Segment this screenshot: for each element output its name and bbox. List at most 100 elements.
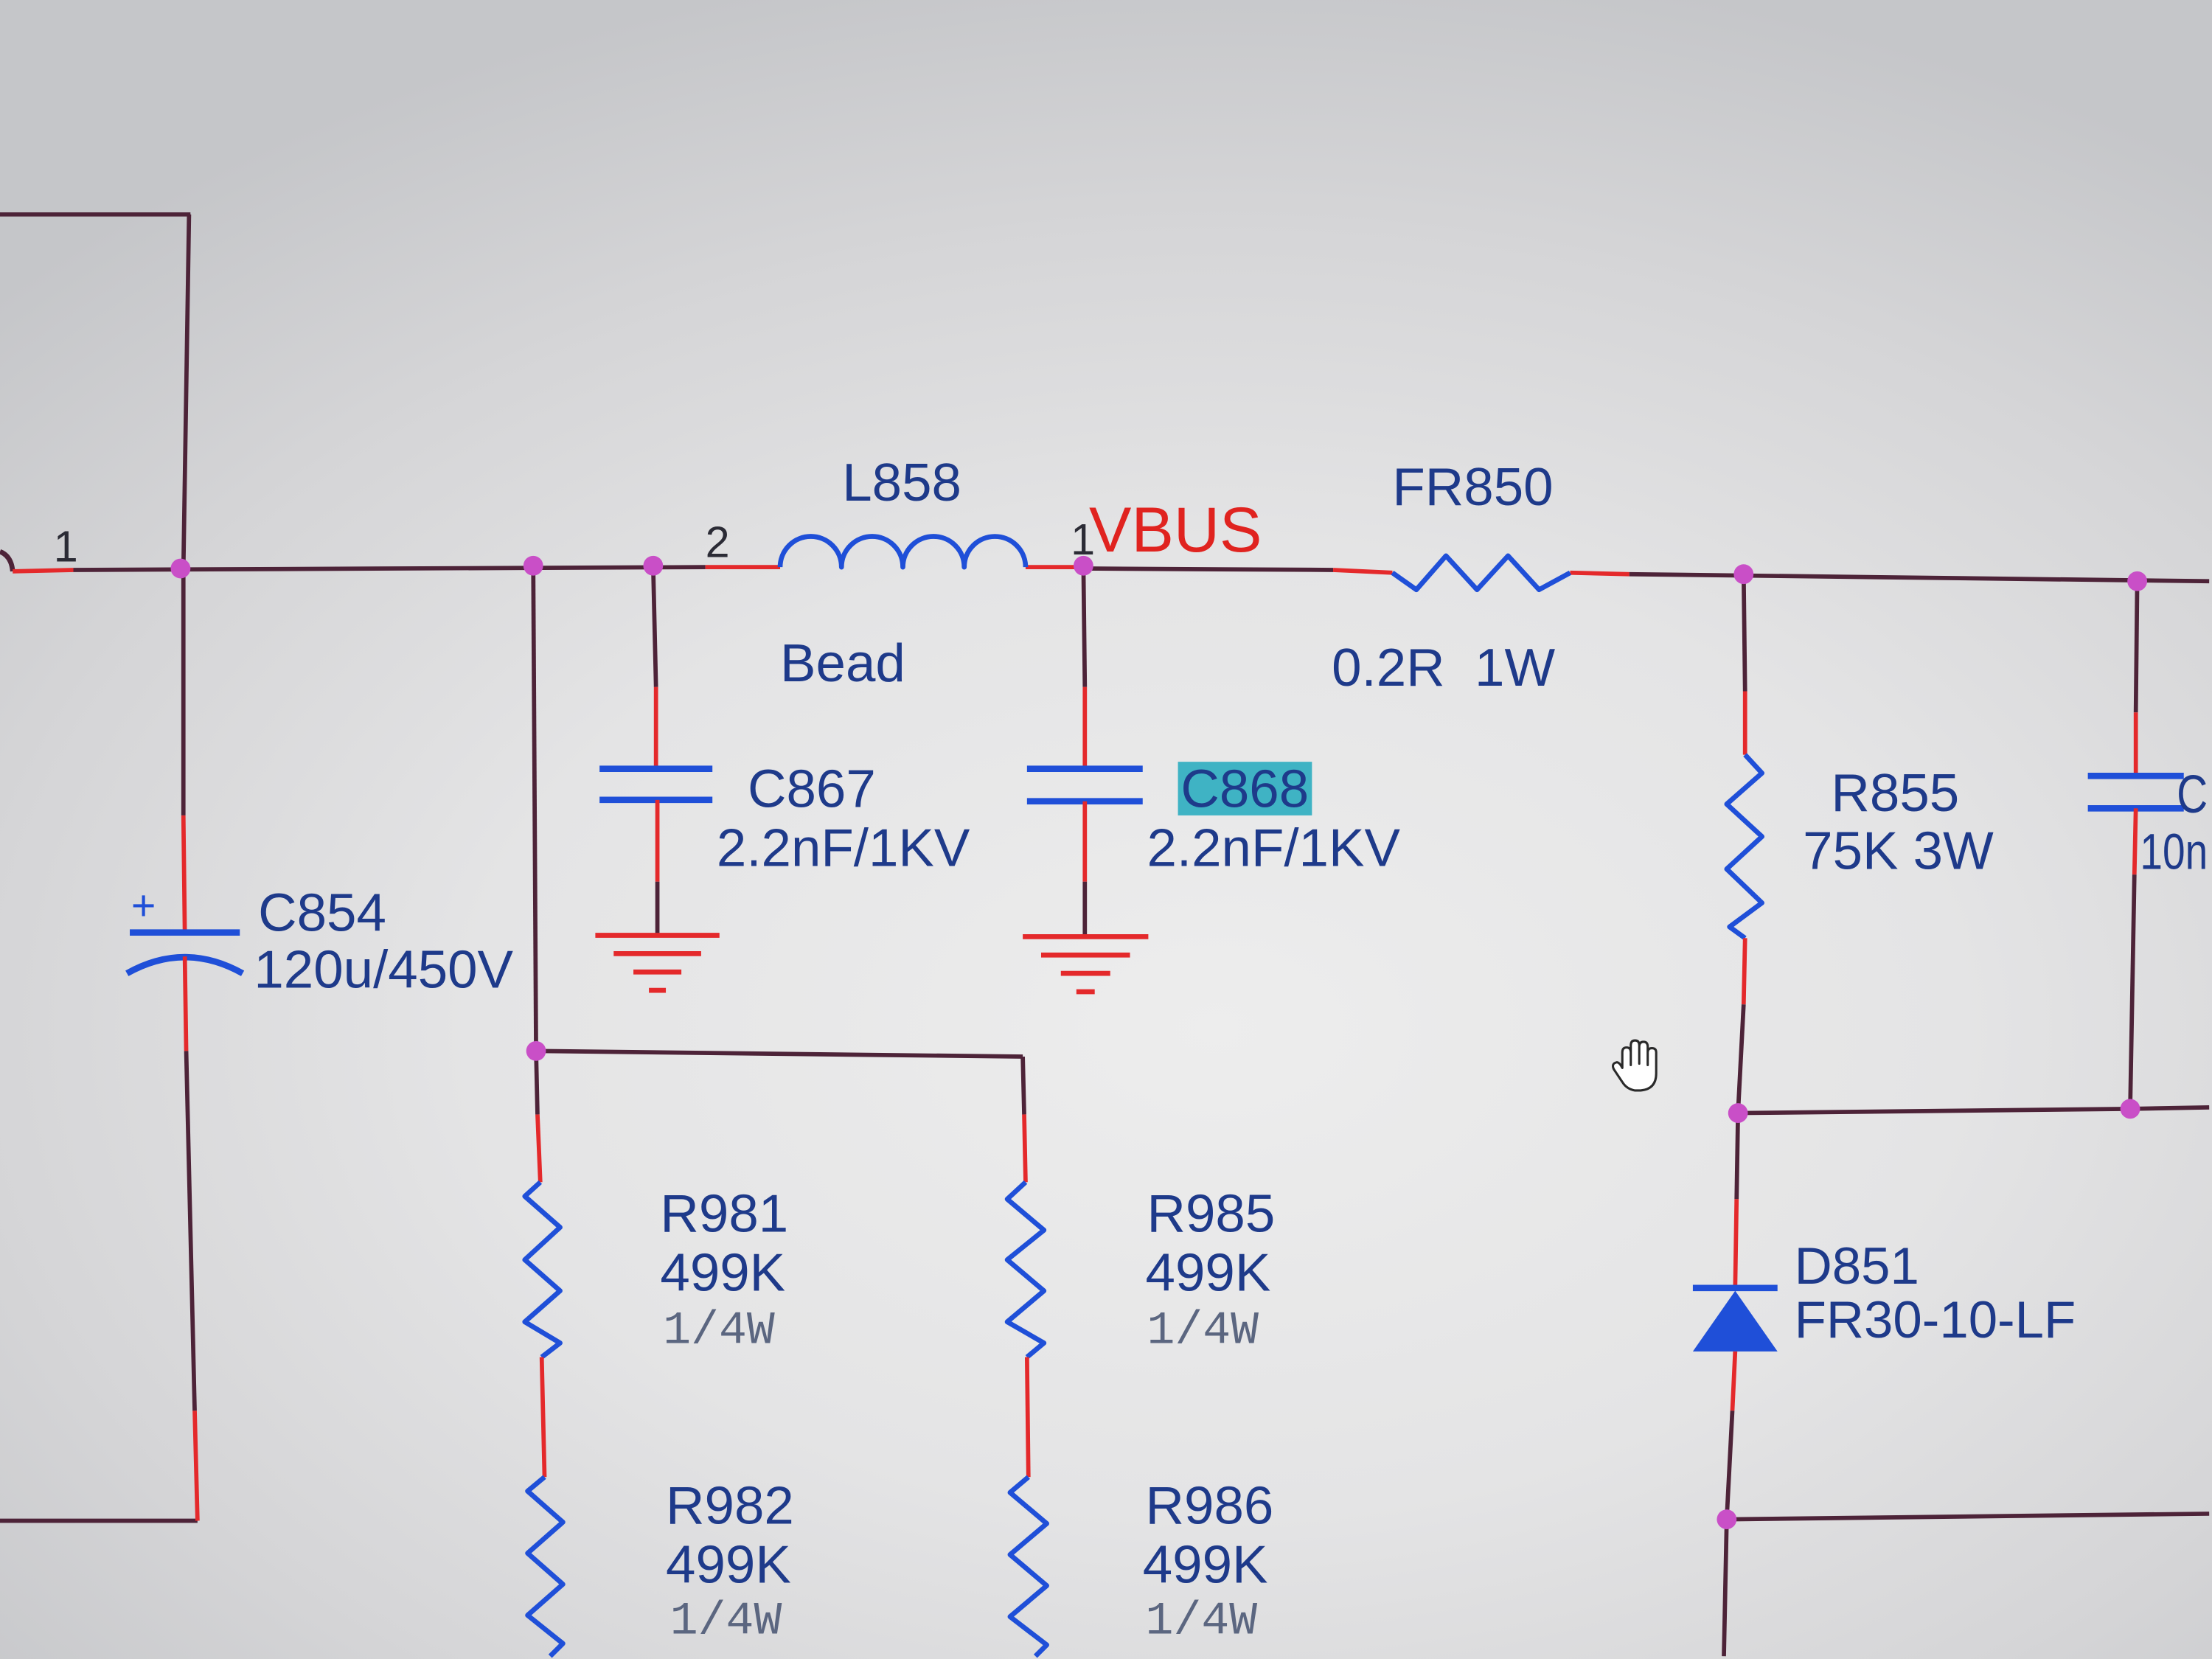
hand-cursor-shape [1611, 1039, 1658, 1092]
capacitor-c854[interactable]: + C854 120u/450V [125, 568, 514, 1521]
wire[interactable] [531, 566, 538, 1051]
diode-d851[interactable]: D851 FR30-10-LF [1692, 1113, 2210, 1657]
wire[interactable] [181, 214, 192, 569]
diode-d851-ref[interactable]: D851 [1795, 1237, 1919, 1295]
resistor-r981-symbol[interactable] [522, 1180, 563, 1360]
resistor-r986-power[interactable]: 1/4W [1146, 1595, 1258, 1648]
resistor-r855-symbol[interactable] [1724, 753, 1765, 941]
resistor-r982-value[interactable]: 499K [666, 1535, 791, 1595]
pin-stub[interactable] [181, 815, 187, 933]
pin-stub[interactable] [1024, 1357, 1031, 1478]
pin-stub[interactable] [182, 956, 189, 1051]
capacitor-c854-value[interactable]: 120u/450V [254, 939, 513, 999]
resistor-fr850-ref[interactable]: FR850 [1392, 457, 1553, 517]
capacitor-c868[interactable]: C868 2.2nF/1KV [1023, 566, 1400, 995]
resistor-r986-ref[interactable]: R986 [1146, 1475, 1274, 1535]
connector-pin-stub[interactable] [13, 568, 74, 574]
resistor-r855-ref[interactable]: R855 [1831, 763, 1959, 823]
ground-symbol[interactable] [595, 933, 720, 993]
wire[interactable] [1083, 566, 1334, 572]
junction-dot [1728, 1103, 1748, 1123]
selection-highlight [1178, 762, 1312, 815]
resistor-r981-power[interactable]: 1/4W [663, 1304, 775, 1357]
wire[interactable] [1738, 1106, 2131, 1116]
pin-stub[interactable] [535, 1114, 543, 1183]
pin-stub[interactable] [1570, 570, 1630, 577]
connector-pin-arc[interactable] [0, 549, 15, 572]
wire[interactable] [650, 566, 658, 687]
inductor-l858-ref[interactable]: L858 [842, 453, 961, 512]
capacitor-right-ref[interactable]: C [2177, 765, 2208, 824]
ground-symbol[interactable] [1023, 934, 1149, 995]
wire[interactable] [1734, 1113, 1741, 1200]
wire[interactable] [1741, 574, 1747, 692]
resistor-divider-left[interactable]: R981 499K 1/4W R982 499K 1/4W [522, 566, 794, 1658]
wire[interactable] [1081, 566, 1088, 687]
resistor-r982-power[interactable]: 1/4W [670, 1595, 782, 1648]
resistor-r986-symbol[interactable] [1007, 1475, 1049, 1658]
pin-stub[interactable] [1741, 938, 1747, 1005]
connector-outline[interactable]: 1 [0, 212, 198, 1523]
connector-pin-number: 1 [54, 521, 78, 571]
junction-dot [1717, 1509, 1737, 1529]
capacitor-c867-ref[interactable]: C867 [748, 759, 876, 818]
resistor-r986-value[interactable]: 499K [1143, 1535, 1268, 1595]
wire[interactable] [73, 565, 706, 572]
pin-stub[interactable] [1332, 568, 1393, 575]
resistor-r855[interactable]: R855 75K 3W [1724, 574, 1994, 1113]
capacitor-c867-value[interactable]: 2.2nF/1KV [717, 818, 970, 878]
hand-cursor-icon [1611, 1039, 1658, 1092]
resistor-r982-ref[interactable]: R982 [666, 1475, 794, 1535]
inductor-l858-pin-2: 2 [706, 518, 730, 567]
resistor-r982-symbol[interactable] [525, 1475, 566, 1658]
pin-stub[interactable] [2132, 808, 2138, 875]
resistor-r981-value[interactable]: 499K [660, 1243, 785, 1303]
resistor-fr850[interactable]: FR850 0.2R 1W [1332, 457, 1572, 698]
resistor-r985-ref[interactable]: R985 [1147, 1183, 1275, 1243]
pin-stub[interactable] [539, 1357, 547, 1478]
wire[interactable] [2133, 581, 2140, 713]
wire[interactable] [2129, 1105, 2210, 1111]
resistor-fr850-value[interactable]: 0.2R 1W [1332, 638, 1555, 698]
junctions [170, 555, 2147, 1529]
wire[interactable] [2128, 874, 2137, 1109]
wire[interactable] [1020, 1056, 1026, 1115]
resistor-fr850-symbol[interactable] [1391, 553, 1572, 593]
capacitor-right-edge[interactable]: C 10n [1738, 581, 2210, 1116]
capacitor-c868-value[interactable]: 2.2nF/1KV [1147, 818, 1400, 878]
capacitor-c854-polarity-mark: + [131, 882, 156, 929]
pin-stub[interactable] [1022, 1114, 1028, 1183]
resistor-r985-power[interactable]: 1/4W [1147, 1304, 1259, 1357]
wire[interactable] [1736, 1004, 1746, 1113]
resistor-r981-ref[interactable]: R981 [660, 1183, 788, 1243]
resistor-r855-value[interactable]: 75K 3W [1803, 821, 1994, 881]
junction-dot [170, 558, 191, 579]
pin-stub[interactable] [1730, 1351, 1738, 1411]
capacitor-c854-ref[interactable]: C854 [258, 883, 386, 943]
wire[interactable] [1722, 1519, 1729, 1657]
net-label-vbus[interactable]: VBUS [1089, 495, 1262, 566]
wire[interactable] [536, 1048, 1023, 1059]
resistor-r985-symbol[interactable] [1004, 1180, 1047, 1360]
pin-stub[interactable] [192, 1411, 200, 1521]
wire[interactable] [1724, 1411, 1735, 1520]
pin-stub[interactable] [1733, 1199, 1739, 1288]
capacitor-c868-ref[interactable]: C868 [1180, 759, 1309, 818]
inductor-l858[interactable]: L858 Bead 2 1 [706, 453, 1096, 693]
junction-dot [526, 1040, 546, 1061]
capacitor-right-value[interactable]: 10n [2140, 824, 2208, 880]
inductor-l858-value[interactable]: Bead [780, 633, 905, 693]
wire[interactable] [1629, 571, 2210, 584]
diode-d851-value[interactable]: FR30-10-LF [1795, 1291, 2076, 1349]
capacitor-c867[interactable]: C867 2.2nF/1KV [595, 566, 970, 993]
inductor-l858-symbol[interactable] [777, 534, 1029, 570]
wire[interactable] [1726, 1512, 2210, 1522]
resistor-r985-value[interactable]: 499K [1146, 1243, 1271, 1303]
diode-d851-triangle[interactable] [1692, 1290, 1778, 1352]
resistor-divider-right[interactable]: R985 499K 1/4W R986 499K 1/4W [536, 1048, 1275, 1658]
main-bus[interactable] [73, 565, 2210, 584]
wire[interactable] [534, 1051, 540, 1115]
wire[interactable] [184, 1051, 197, 1411]
